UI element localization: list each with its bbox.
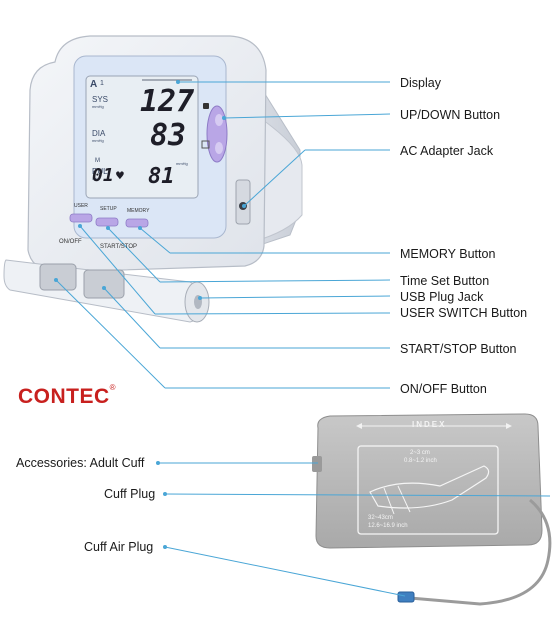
up-down-button: [206, 105, 228, 163]
user-number: 1: [100, 80, 104, 87]
sys-value: 127: [140, 84, 195, 119]
dia-label: DIA: [92, 129, 106, 138]
dia-value: 83: [150, 118, 187, 153]
heart-icon: ♥: [116, 169, 124, 184]
btn-user-label: USER: [74, 203, 88, 209]
callout-memory: MEMORY Button: [400, 247, 496, 261]
btn-startstop-label: START/STOP: [100, 244, 138, 250]
mmhg-small: mmHg: [176, 161, 188, 166]
leader-ac-adapter: [243, 149, 306, 207]
memory-mark: M: [95, 158, 100, 164]
sys-unit: mmHg: [92, 104, 104, 109]
memory-button: [125, 218, 149, 228]
leader-cuff-plug: [164, 493, 551, 497]
leader-usb: [199, 295, 391, 299]
callout-display: Display: [400, 76, 441, 90]
callout-cuff-plug: Cuff Plug: [104, 487, 156, 501]
btn-setup-label: SETUP: [100, 206, 117, 212]
on-off-button: [39, 263, 77, 291]
leader-start-stop: [103, 287, 161, 349]
leader-time-set: [107, 227, 161, 283]
callout-time-set: Time Set Button: [400, 274, 490, 288]
btn-onoff-label: ON/OFF: [59, 239, 82, 245]
cuff-air-plug: [397, 591, 415, 603]
setup-button: [95, 217, 119, 227]
brand-name: CONTEC: [18, 385, 110, 408]
cuff-guide-box: [357, 445, 499, 535]
leader-up-down: [223, 113, 391, 119]
callout-on-off: ON/OFF Button: [400, 382, 487, 396]
leader-user-switch: [79, 225, 156, 315]
callout-adult-cuff: Accessories: Adult Cuff: [16, 456, 145, 470]
pul-unit: /min: [92, 176, 100, 181]
callout-user-switch: USER SWITCH Button: [400, 306, 528, 320]
cuff-index-label: INDEX: [412, 420, 447, 429]
start-stop-button: [83, 269, 125, 299]
cuff-range-top-in: 0.8~1.2 inch: [404, 458, 437, 464]
pul-value: 81: [148, 164, 175, 189]
callout-ac-adapter: AC Adapter Jack: [400, 144, 494, 158]
callout-up-down: UP/DOWN Button: [400, 108, 501, 122]
cuff-range-bottom-in: 12.6~16.9 inch: [368, 523, 408, 529]
leader-memory: [139, 227, 171, 254]
pul-label: PUL: [92, 167, 108, 176]
lcd-screen: [85, 75, 199, 199]
cuff-tube: [409, 498, 552, 606]
memory-index: 01: [92, 165, 114, 186]
user-button: [69, 213, 93, 223]
btn-memory-label: MEMORY: [127, 208, 150, 214]
cuff-range-bottom: 32~43cm: [368, 515, 393, 521]
leader-on-off: [55, 279, 166, 389]
sys-label: SYS: [92, 95, 109, 104]
brand-logo: CONTEC®: [18, 383, 117, 409]
cuff-range-top: 2~3 cm: [410, 450, 430, 456]
dia-unit: mmHg: [92, 138, 104, 143]
user-indicator: A: [90, 79, 98, 90]
brand-mark: ®: [109, 383, 117, 392]
callout-cuff-air-plug: Cuff Air Plug: [84, 540, 154, 554]
callout-usb-plug: USB Plug Jack: [400, 290, 484, 304]
adult-cuff: [315, 413, 543, 549]
leader-cuff-air-plug: [164, 546, 406, 597]
callout-start-stop: START/STOP Button: [400, 342, 517, 356]
